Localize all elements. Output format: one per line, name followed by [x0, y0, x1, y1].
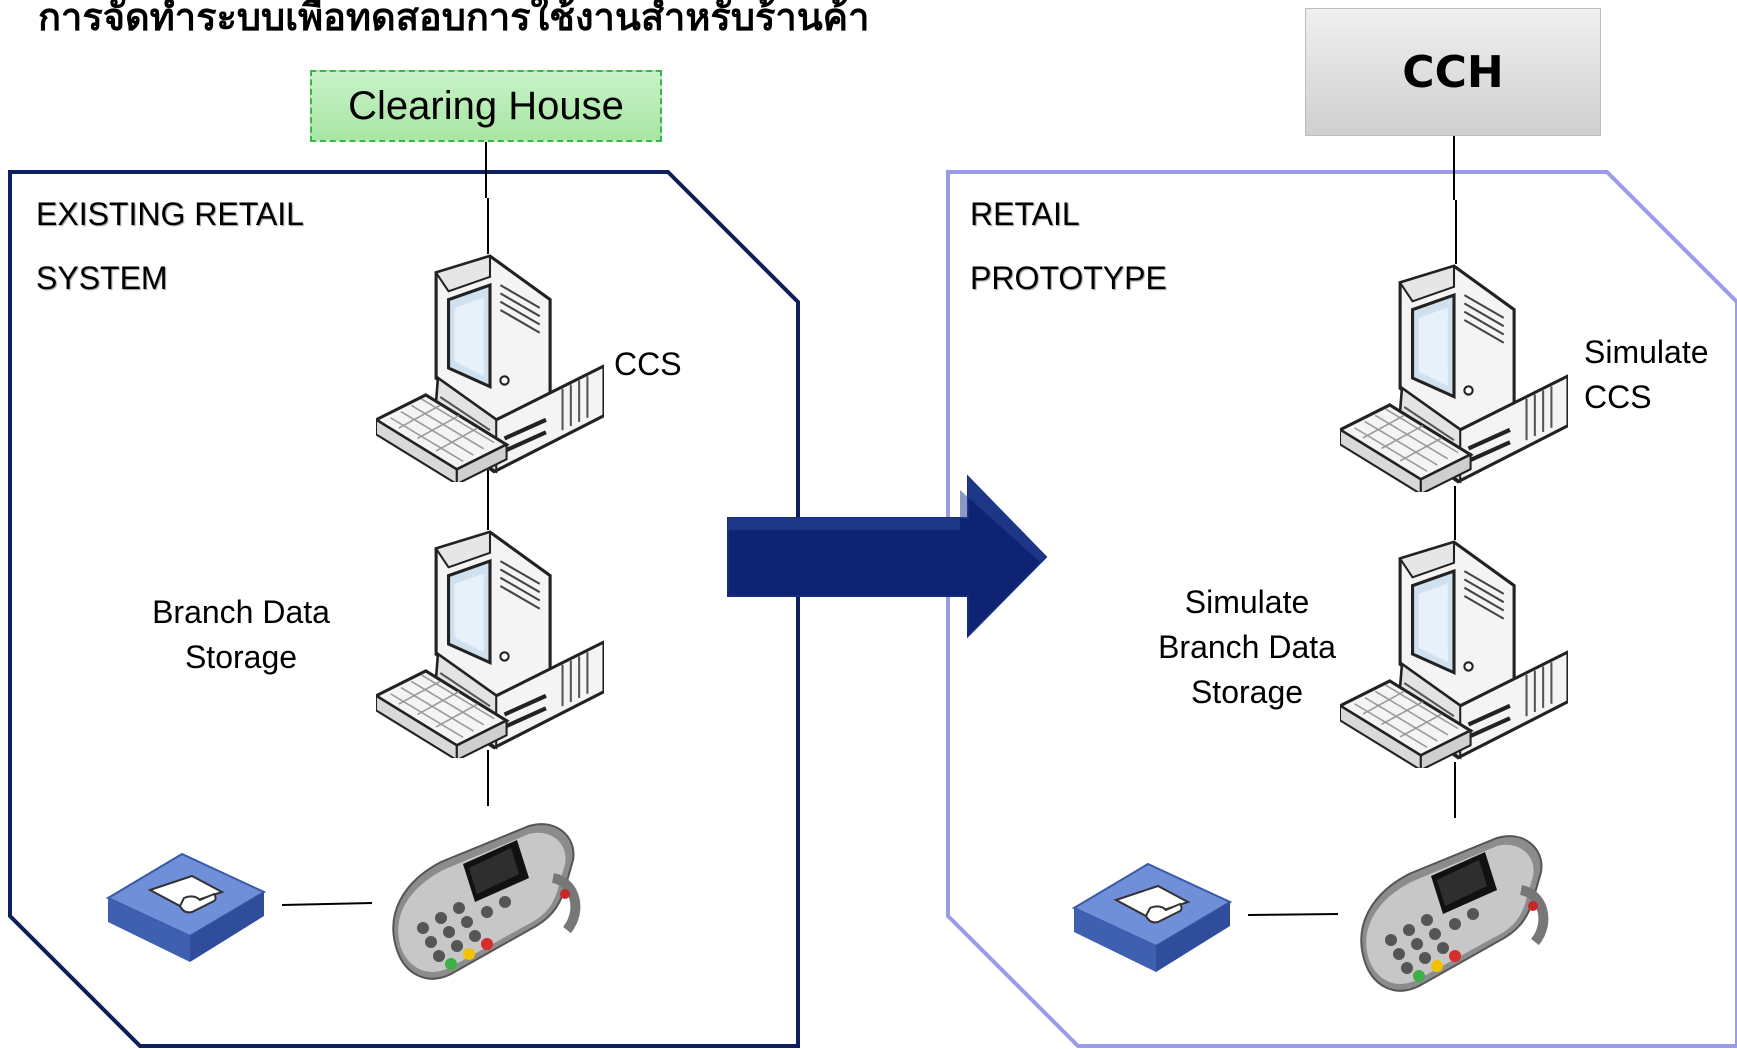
cch-node: CCH [1305, 8, 1601, 136]
simulate-branch-storage-label-line1: Simulate [1184, 584, 1310, 620]
branch-storage-computer-icon [376, 532, 604, 760]
transition-arrow-icon [727, 474, 1048, 639]
simulate-ccs-label-line1: Simulate [1584, 334, 1709, 370]
branch-storage-label-line1: Branch Data [152, 594, 330, 630]
card-reader-icon [107, 853, 265, 963]
card-reader-icon [1073, 863, 1231, 973]
ccs-label: CCS [614, 346, 682, 382]
simulate-ccs-label-line2: CCS [1584, 379, 1652, 415]
page-title: การจัดทำระบบเพื่อทดสอบการใช้งานสำหรับร้า… [38, 0, 870, 39]
ccs-computer-icon [376, 256, 604, 484]
right-connectors [1247, 136, 1457, 916]
prototype-frame [946, 170, 1737, 1048]
prototype-section-line2: PROTOTYPE [970, 260, 1167, 296]
simulate-ccs-computer-icon [1340, 266, 1568, 494]
branch-storage-label: Branch Data Storage [120, 590, 362, 680]
prototype-section-line1: RETAIL [970, 196, 1080, 232]
payment-terminal-icon [393, 824, 575, 979]
payment-terminal-icon [1361, 836, 1543, 991]
simulate-branch-storage-computer-icon [1340, 542, 1568, 770]
simulate-branch-storage-label: Simulate Branch Data Storage [1132, 580, 1362, 715]
simulate-ccs-label: Simulate CCS [1584, 330, 1709, 420]
left-connectors [281, 142, 489, 906]
simulate-branch-storage-label-line3: Storage [1190, 674, 1304, 710]
existing-section-line1: EXISTING RETAIL [36, 196, 304, 232]
existing-section-line2: SYSTEM [36, 260, 168, 296]
branch-storage-label-line2: Storage [184, 639, 298, 675]
simulate-branch-storage-label-line2: Branch Data [1158, 629, 1336, 665]
clearing-house-node: Clearing House [310, 70, 662, 142]
existing-system-frame [8, 170, 800, 1048]
